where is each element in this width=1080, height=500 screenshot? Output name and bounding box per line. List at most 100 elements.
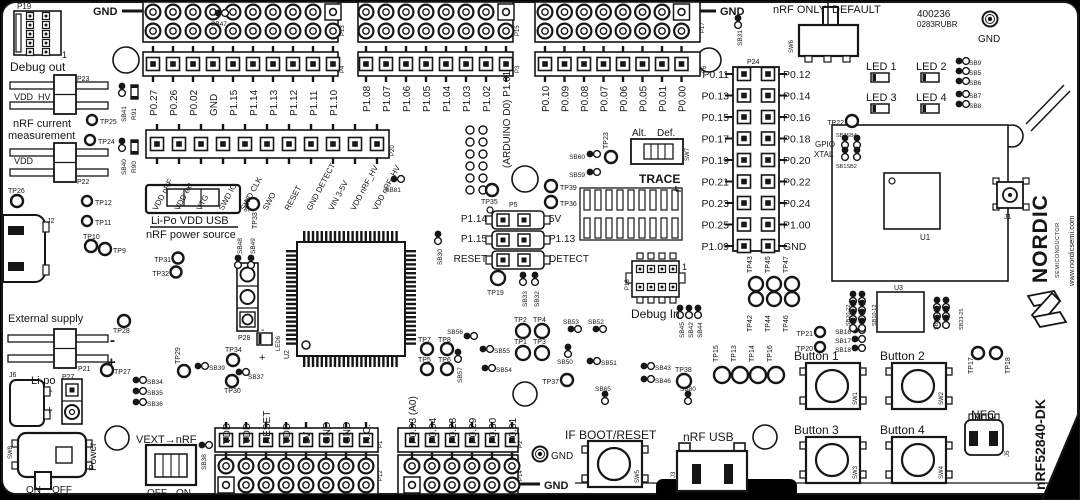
- qfp-pin: [406, 294, 416, 297]
- bump: [647, 252, 655, 260]
- footprint-hole: [465, 125, 475, 135]
- qfp-pin: [406, 298, 416, 301]
- label-sw7: SW7: [685, 147, 691, 161]
- ref-sw5: SW5: [635, 469, 641, 483]
- led-component: [870, 103, 890, 114]
- qfp-pin: [386, 231, 389, 241]
- testpoint-tp4: [533, 322, 551, 340]
- pin-center: [765, 200, 771, 206]
- label-p28: P28: [238, 335, 251, 342]
- pin: [448, 462, 456, 470]
- solder-bridge-sb49: [247, 254, 255, 262]
- j5-pad: [969, 431, 978, 446]
- qfp-pin: [369, 231, 372, 241]
- sw8-body: [16, 431, 88, 479]
- pin: [502, 27, 510, 35]
- solder-bridge-label-sb56: SB56: [447, 329, 463, 336]
- footprint-hole: [478, 149, 488, 159]
- pin-center: [500, 237, 506, 243]
- pin: [462, 8, 470, 16]
- pin-label-top-row-2-pins-3: P1.05: [422, 85, 433, 112]
- label-gpio: GPIO: [815, 140, 835, 149]
- pin: [322, 462, 330, 470]
- solder-bridge-label-sb43: SB43: [655, 365, 671, 372]
- pin-label-bottom-power-pins-3: VDD: [282, 423, 293, 444]
- qfp-pin: [329, 231, 332, 241]
- label-nfc: NFC: [971, 408, 996, 422]
- solder-bridge-sb80: [684, 390, 692, 398]
- chip-u3: [876, 291, 925, 333]
- pin: [189, 27, 197, 35]
- solder-bridge-label-sb60: SB60: [569, 154, 585, 161]
- pin-label-bottom-analog-pins-3: P0.29: [468, 417, 479, 444]
- button-sw2: [885, 361, 953, 411]
- testpoint-label-tp30: TP30: [224, 388, 241, 395]
- solder-bridge: [841, 146, 849, 154]
- pin-label-p5-left-pins-2: RESET: [454, 254, 487, 265]
- solder-bridge: [932, 320, 942, 330]
- connector-j3-nrf-usb: [656, 442, 797, 499]
- pin-label-top-row-2-pins-6: P1.02: [482, 85, 493, 112]
- label-default: DEFAULT: [832, 4, 881, 16]
- testpoint-tp45: [765, 275, 783, 293]
- testpoint-tp13: [730, 365, 750, 385]
- qfp-pin: [342, 357, 345, 367]
- pin-center: [741, 135, 747, 142]
- solder-bridge-sb80: [683, 396, 693, 406]
- solder-bridge-sb7: [961, 89, 971, 99]
- pin-center: [303, 437, 309, 443]
- testpoint-label-tp31: TP31: [154, 257, 171, 264]
- solder-bridge-sb53: [567, 325, 575, 333]
- trace-slot: [594, 189, 602, 211]
- led-led3: [870, 103, 890, 114]
- testpoint-tp29: [176, 363, 192, 379]
- solder-bridge-sb42: [685, 304, 693, 312]
- pin-center: [521, 237, 527, 243]
- pin: [149, 27, 157, 35]
- jumper-pin: [7, 334, 55, 343]
- testpoint-label-tp42: TP42: [747, 315, 754, 332]
- pin: [289, 8, 297, 16]
- qfp-pin: [391, 357, 394, 367]
- p5-wing: [485, 215, 493, 225]
- led-bar: [922, 74, 926, 81]
- qfp-pin: [286, 302, 296, 306]
- trace-slot: [605, 189, 613, 211]
- pin-label-p24-left-pins-2: P0.15: [702, 112, 730, 124]
- solder-bridge: [849, 290, 857, 298]
- solder-bridge-sb57: [454, 348, 462, 356]
- pin-center: [620, 61, 626, 67]
- pin: [580, 8, 588, 16]
- j5-pad: [989, 431, 998, 446]
- testpoint-tp3: [533, 344, 551, 362]
- footprint-hole: [478, 137, 488, 147]
- testpoint-label-tp9: TP9: [113, 248, 126, 255]
- label-vdd: VDD: [14, 156, 34, 166]
- solder-bridge-sb32: [531, 271, 539, 279]
- pin-label-top-row-3-pins-4: P0.06: [619, 85, 630, 112]
- qfp-pin: [338, 231, 341, 241]
- pin: [362, 27, 370, 35]
- pin: [488, 481, 496, 489]
- label-p27: P27: [62, 374, 75, 381]
- resistor-label-r90: R90: [131, 161, 138, 173]
- pin-center: [210, 61, 216, 67]
- solder-bridge-sb40: [118, 137, 126, 145]
- qfp-pin: [286, 285, 296, 288]
- pin-dot: [638, 285, 642, 289]
- pin-center: [741, 92, 747, 99]
- testpoint-tp2: [514, 322, 532, 340]
- pin-dot: [660, 267, 664, 271]
- pin-label-bottom-power-pins-0: VDD: [222, 423, 233, 444]
- pin: [229, 27, 237, 35]
- pin: [262, 481, 270, 489]
- solder-bridge-sb17: [851, 335, 859, 343]
- solder-bridge: [849, 308, 857, 316]
- pin-center: [308, 141, 314, 147]
- pin-dot: [44, 32, 48, 36]
- testpoint-label-tp35: TP35: [481, 199, 498, 206]
- label-j2: J2: [47, 218, 55, 225]
- solder-bridge-sb50: [564, 343, 572, 351]
- testpoint-tp22: [844, 113, 860, 129]
- solder-bridge: [942, 305, 950, 313]
